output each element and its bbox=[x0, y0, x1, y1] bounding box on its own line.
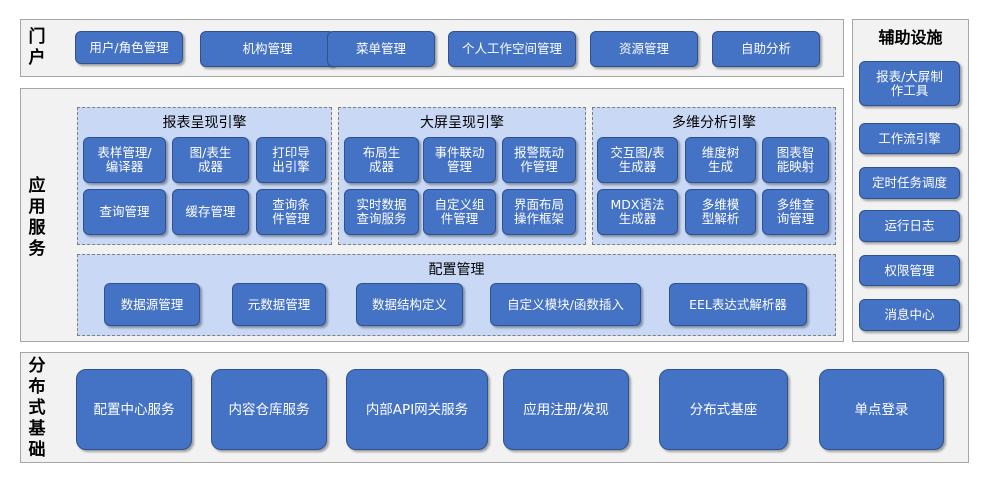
portal-item-3[interactable]: 个人工作空间管理 bbox=[448, 31, 576, 67]
screen-engine-title: 大屏呈现引擎 bbox=[420, 115, 504, 131]
distributed-item-2[interactable]: 内部API网关服务 bbox=[346, 369, 488, 450]
screen-engine-item-3[interactable]: 实时数据 查询服务 bbox=[344, 189, 419, 235]
distributed-item-3[interactable]: 应用注册/发现 bbox=[503, 369, 629, 450]
aux-item-0[interactable]: 报表/大屏制 作工具 bbox=[859, 61, 960, 106]
aux-item-3[interactable]: 运行日志 bbox=[859, 210, 960, 242]
aux-item-5[interactable]: 消息中心 bbox=[859, 299, 960, 331]
distributed-item-0[interactable]: 配置中心服务 bbox=[76, 369, 192, 450]
config-title: 配置管理 bbox=[428, 262, 485, 278]
screen-engine-item-0[interactable]: 布局生 成器 bbox=[344, 137, 419, 183]
aux-item-4[interactable]: 权限管理 bbox=[859, 255, 960, 286]
distributed-item-1[interactable]: 内容仓库服务 bbox=[211, 369, 327, 450]
screen-engine-item-5[interactable]: 界面布局 操作框架 bbox=[502, 189, 576, 235]
aux-title: 辅助设施 bbox=[878, 28, 943, 47]
distributed-item-4[interactable]: 分布式基座 bbox=[659, 369, 788, 450]
screen-engine-item-1[interactable]: 事件联动 管理 bbox=[423, 137, 496, 183]
olap-engine-item-0[interactable]: 交互图/表 生成器 bbox=[597, 137, 678, 183]
olap-engine-item-3[interactable]: MDX语法 生成器 bbox=[597, 189, 678, 235]
report-engine-item-2[interactable]: 打印导 出引擎 bbox=[256, 137, 326, 183]
screen-engine-item-4[interactable]: 自定义组 件管理 bbox=[423, 189, 496, 235]
olap-engine-item-1[interactable]: 维度树 生成 bbox=[685, 137, 756, 183]
report-engine-item-4[interactable]: 缓存管理 bbox=[172, 189, 249, 235]
screen-engine-item-2[interactable]: 报警既动 作管理 bbox=[502, 137, 576, 183]
portal-item-5[interactable]: 自助分析 bbox=[712, 31, 820, 67]
portal-label: 门 户 bbox=[28, 27, 46, 68]
olap-engine-title: 多维分析引擎 bbox=[672, 115, 756, 131]
report-engine-item-3[interactable]: 查询管理 bbox=[83, 189, 166, 235]
olap-engine-item-2[interactable]: 图表智 能映射 bbox=[762, 137, 829, 183]
olap-engine-item-5[interactable]: 多维查 询管理 bbox=[762, 189, 829, 235]
portal-item-4[interactable]: 资源管理 bbox=[590, 31, 698, 67]
aux-item-2[interactable]: 定时任务调度 bbox=[859, 167, 960, 199]
config-item-3[interactable]: 自定义模块/函数插入 bbox=[490, 283, 641, 326]
report-engine-item-0[interactable]: 表样管理/ 编译器 bbox=[83, 137, 166, 183]
config-item-1[interactable]: 元数据管理 bbox=[232, 283, 326, 326]
config-item-4[interactable]: EEL表达式解析器 bbox=[669, 283, 807, 326]
report-engine-item-1[interactable]: 图/表生 成器 bbox=[172, 137, 249, 183]
config-item-2[interactable]: 数据结构定义 bbox=[356, 283, 463, 326]
aux-item-1[interactable]: 工作流引擎 bbox=[859, 123, 960, 154]
distributed-item-5[interactable]: 单点登录 bbox=[819, 369, 944, 450]
portal-item-2[interactable]: 菜单管理 bbox=[327, 31, 435, 67]
distributed-label: 分 布 式 基 础 bbox=[28, 356, 46, 460]
config-item-0[interactable]: 数据源管理 bbox=[104, 283, 200, 326]
portal-item-1[interactable]: 机构管理 bbox=[200, 31, 335, 67]
report-engine-title: 报表呈现引擎 bbox=[162, 115, 247, 131]
report-engine-item-5[interactable]: 查询条 件管理 bbox=[256, 189, 326, 235]
olap-engine-item-4[interactable]: 多维模 型解析 bbox=[685, 189, 756, 235]
app-service-label: 应 用 服 务 bbox=[28, 176, 46, 259]
portal-item-0[interactable]: 用户/角色管理 bbox=[75, 31, 183, 64]
